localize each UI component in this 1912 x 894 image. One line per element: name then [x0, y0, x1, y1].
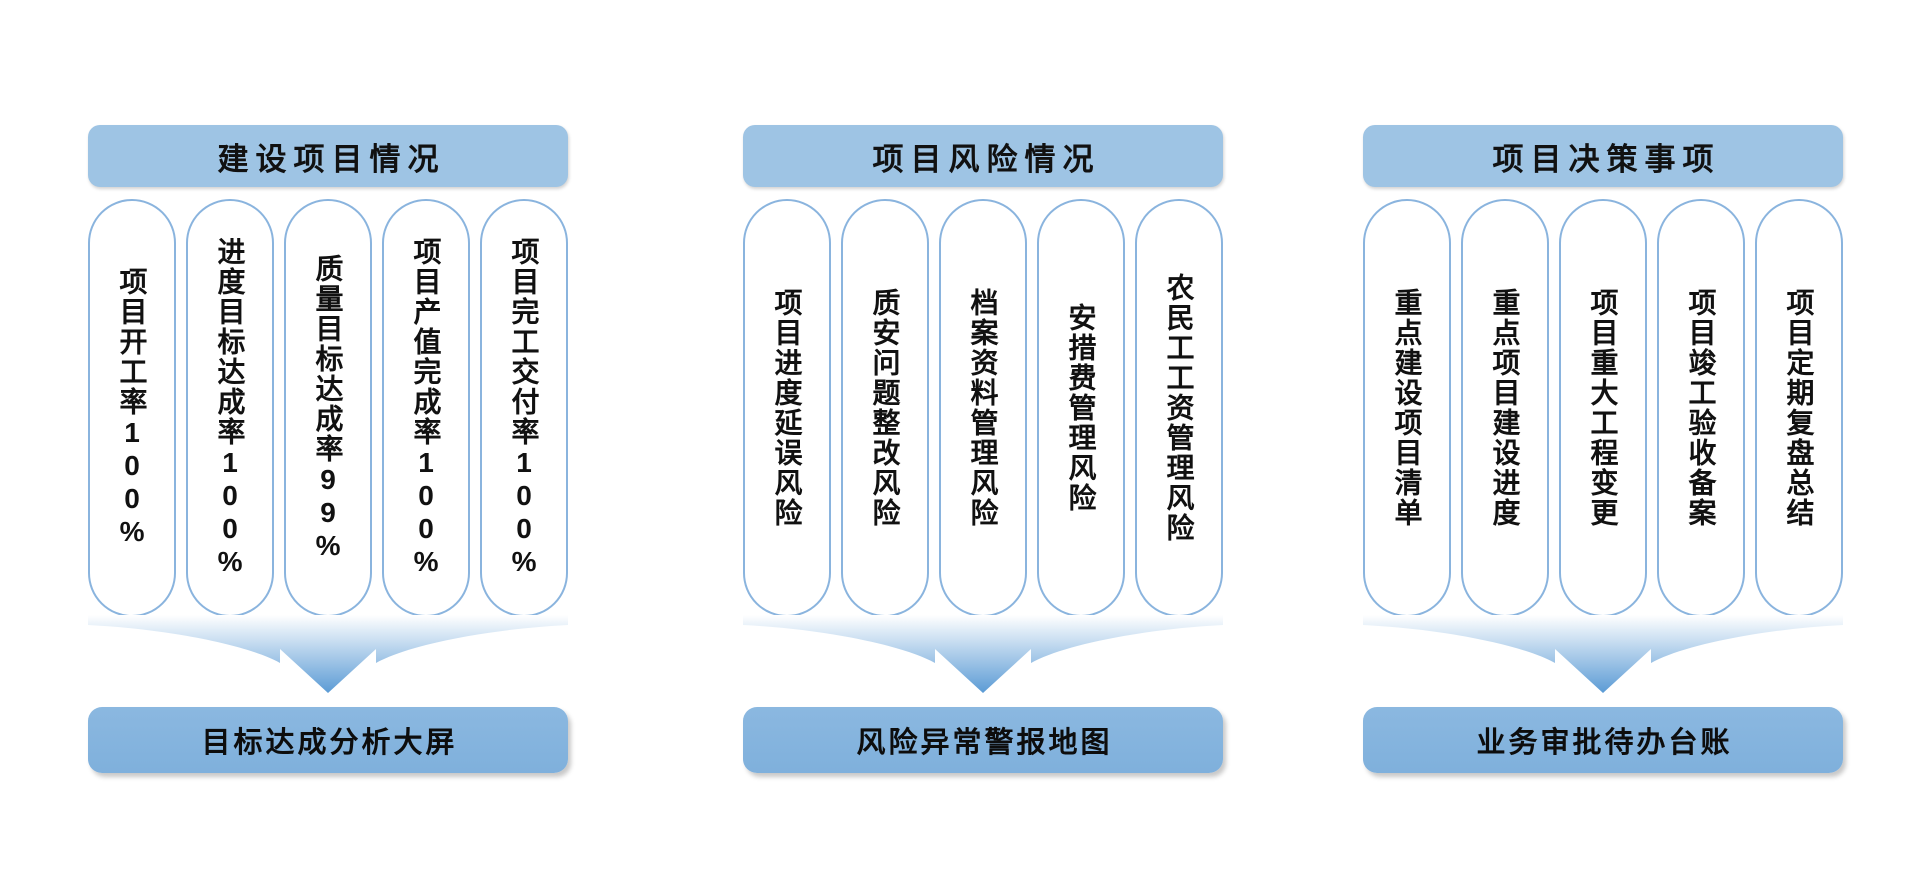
card-label-3-2: 重点项目建设进度 — [1489, 288, 1521, 528]
card-2-3[interactable]: 档案资料管理风险 — [939, 199, 1027, 617]
card-row-1: 项目开工率100% 进度目标达成率100% 质量目标达成率99% 项目产值完成率… — [88, 199, 568, 617]
card-label-2-2: 质安问题整改风险 — [869, 288, 901, 528]
group-construction-project-status: 建设项目情况 项目开工率100% 进度目标达成率100% 质量目标达成率99% … — [88, 125, 568, 805]
funnel-arrow-1 — [88, 615, 568, 707]
group-project-decision-items: 项目决策事项 重点建设项目清单 重点项目建设进度 项目重大工程变更 项目竣工验收… — [1363, 125, 1843, 805]
funnel-arrow-3 — [1363, 615, 1843, 707]
card-3-4[interactable]: 项目竣工验收备案 — [1657, 199, 1745, 617]
card-3-1[interactable]: 重点建设项目清单 — [1363, 199, 1451, 617]
funnel-arrow-icon-3 — [1363, 615, 1843, 693]
card-3-5[interactable]: 项目定期复盘总结 — [1755, 199, 1843, 617]
group-header-3: 项目决策事项 — [1363, 125, 1843, 187]
group-header-label-3: 项目决策事项 — [1492, 141, 1721, 177]
card-1-1[interactable]: 项目开工率100% — [88, 199, 176, 617]
card-row-2: 项目进度延误风险 质安问题整改风险 档案资料管理风险 安措费管理风险 农民工工资… — [743, 199, 1223, 617]
funnel-arrow-icon-1 — [88, 615, 568, 693]
card-label-3-4: 项目竣工验收备案 — [1685, 288, 1717, 528]
funnel-arrow-2 — [743, 615, 1223, 707]
card-1-5[interactable]: 项目完工交付率100% — [480, 199, 568, 617]
card-2-2[interactable]: 质安问题整改风险 — [841, 199, 929, 617]
bottom-bar-label-3: 业务审批待办台账 — [1476, 727, 1733, 759]
bottom-bar-label-2: 风险异常警报地图 — [856, 727, 1113, 759]
card-label-2-3: 档案资料管理风险 — [967, 288, 999, 528]
card-label-2-5: 农民工工资管理风险 — [1163, 273, 1195, 543]
bottom-bar-2[interactable]: 风险异常警报地图 — [743, 707, 1223, 773]
group-header-2: 项目风险情况 — [743, 125, 1223, 187]
card-label-3-3: 项目重大工程变更 — [1587, 288, 1619, 528]
card-2-4[interactable]: 安措费管理风险 — [1037, 199, 1125, 617]
bottom-bar-3[interactable]: 业务审批待办台账 — [1363, 707, 1843, 773]
bottom-bar-label-1: 目标达成分析大屏 — [201, 727, 458, 759]
card-label-1-1: 项目开工率100% — [116, 267, 148, 549]
card-1-2[interactable]: 进度目标达成率100% — [186, 199, 274, 617]
card-2-5[interactable]: 农民工工资管理风险 — [1135, 199, 1223, 617]
group-header-label-2: 项目风险情况 — [872, 141, 1101, 177]
group-project-risk-status: 项目风险情况 项目进度延误风险 质安问题整改风险 档案资料管理风险 安措费管理风… — [743, 125, 1223, 805]
card-label-2-1: 项目进度延误风险 — [771, 288, 803, 528]
funnel-arrow-icon-2 — [743, 615, 1223, 693]
card-label-3-5: 项目定期复盘总结 — [1783, 288, 1815, 528]
card-label-1-3: 质量目标达成率99% — [312, 253, 344, 563]
card-label-1-4: 项目产值完成率100% — [410, 237, 442, 579]
card-label-2-4: 安措费管理风险 — [1065, 303, 1097, 513]
card-row-3: 重点建设项目清单 重点项目建设进度 项目重大工程变更 项目竣工验收备案 项目定期… — [1363, 199, 1843, 617]
card-3-3[interactable]: 项目重大工程变更 — [1559, 199, 1647, 617]
group-header-1: 建设项目情况 — [88, 125, 568, 187]
group-header-label-1: 建设项目情况 — [217, 141, 446, 177]
card-label-1-5: 项目完工交付率100% — [508, 237, 540, 579]
card-2-1[interactable]: 项目进度延误风险 — [743, 199, 831, 617]
card-3-2[interactable]: 重点项目建设进度 — [1461, 199, 1549, 617]
bottom-bar-1[interactable]: 目标达成分析大屏 — [88, 707, 568, 773]
card-label-1-2: 进度目标达成率100% — [214, 237, 246, 579]
card-1-3[interactable]: 质量目标达成率99% — [284, 199, 372, 617]
card-label-3-1: 重点建设项目清单 — [1391, 288, 1423, 528]
card-1-4[interactable]: 项目产值完成率100% — [382, 199, 470, 617]
